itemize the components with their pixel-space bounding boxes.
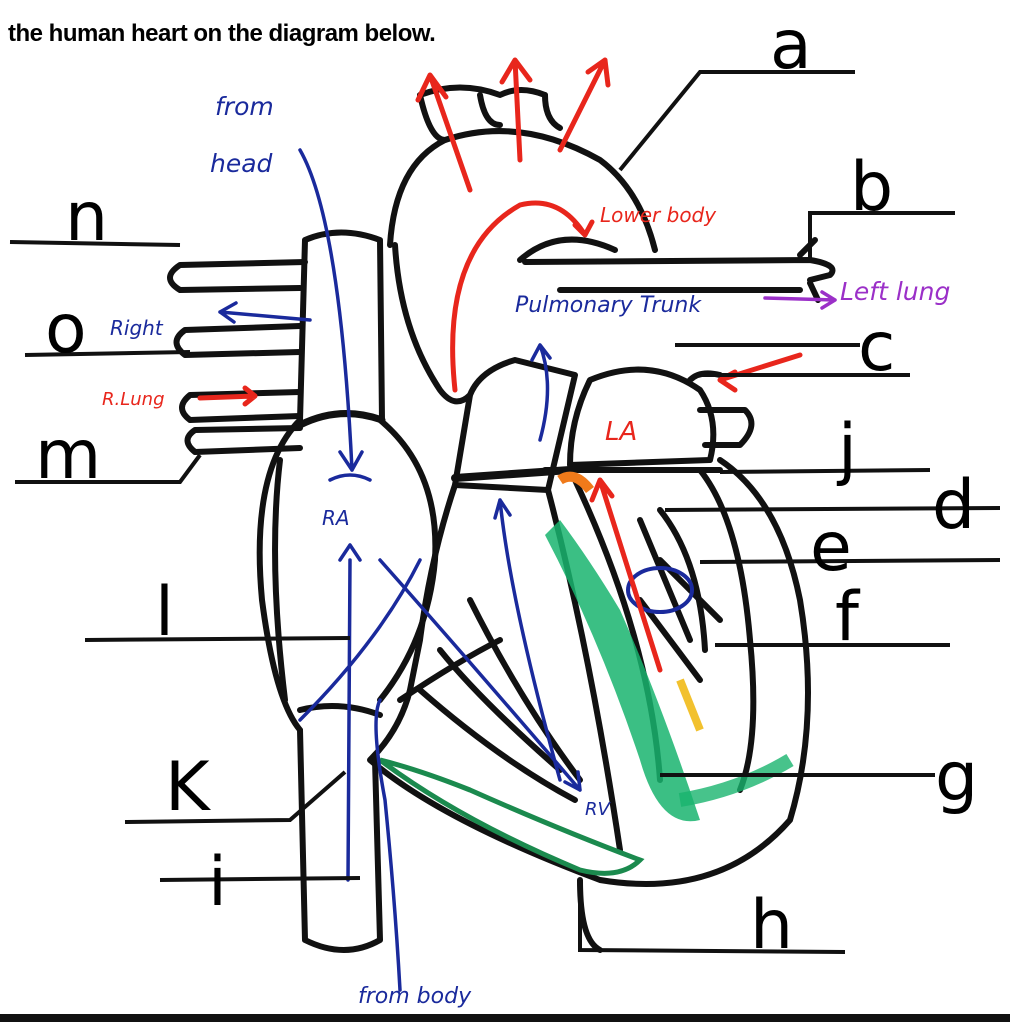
note-from-body: from body (358, 984, 472, 1009)
note-ra: RA (322, 506, 350, 530)
label-b: b (850, 148, 893, 227)
note-lower-body: Lower body (600, 203, 717, 227)
note-pulmonary-trunk: Pulmonary Trunk (515, 293, 702, 318)
label-h: h (750, 886, 793, 965)
label-f: f (835, 578, 861, 657)
aorta (390, 131, 655, 250)
note-from: from (215, 92, 274, 121)
note-la: LA (605, 417, 637, 447)
label-d: d (932, 466, 975, 545)
label-k: K (165, 748, 212, 827)
label-n: n (65, 178, 108, 257)
label-m: m (35, 416, 101, 495)
label-o: o (45, 290, 87, 369)
label-i: i (208, 843, 227, 922)
note-right: Right (110, 316, 164, 340)
left-atrium (570, 370, 713, 465)
note-head: head (210, 149, 273, 178)
label-g: g (935, 738, 978, 817)
note-r-lung: R.Lung (102, 389, 165, 410)
label-a: a (770, 6, 812, 85)
label-j: j (836, 410, 857, 489)
note-rv: RV (585, 799, 612, 820)
label-e: e (810, 508, 852, 587)
instruction-text: the human heart on the diagram below. (8, 20, 435, 48)
note-left-lung: Left lung (840, 277, 950, 306)
purple-arrow (765, 292, 835, 308)
label-l: l (155, 573, 174, 652)
label-c: c (858, 308, 895, 387)
